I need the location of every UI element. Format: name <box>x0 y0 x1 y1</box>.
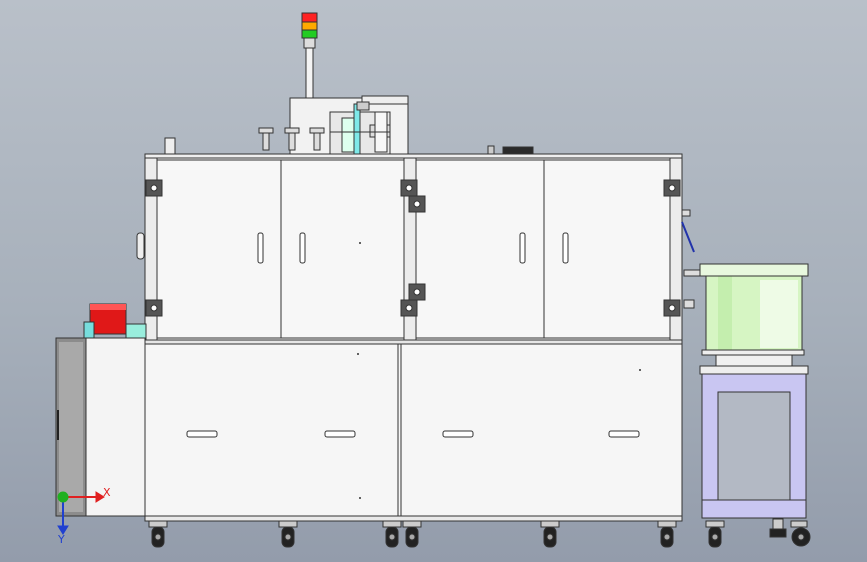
signal-tower-pole <box>305 47 314 99</box>
left-module <box>55 303 147 517</box>
door-handle-group <box>257 232 569 264</box>
signal-tower-base <box>303 37 316 49</box>
y-axis-label: Y <box>57 533 65 546</box>
drawer-handle-group <box>186 430 640 438</box>
feeder-stand <box>699 365 811 547</box>
top-module <box>164 95 534 156</box>
upper-cabinet <box>136 153 683 341</box>
x-axis-label: X <box>103 486 111 499</box>
door-2 <box>280 159 405 339</box>
signal-light-amber <box>301 21 318 31</box>
caster-group <box>148 520 725 548</box>
bolt-group <box>258 127 325 151</box>
axis-origin <box>57 491 69 503</box>
signal-light-green <box>301 29 318 39</box>
signal-light-red <box>301 12 318 23</box>
axis-triad: X Y <box>57 486 111 546</box>
feed-chute <box>681 209 705 309</box>
signal-tower <box>301 12 318 99</box>
lower-cabinet <box>144 339 683 522</box>
vibratory-feeder <box>699 263 809 368</box>
